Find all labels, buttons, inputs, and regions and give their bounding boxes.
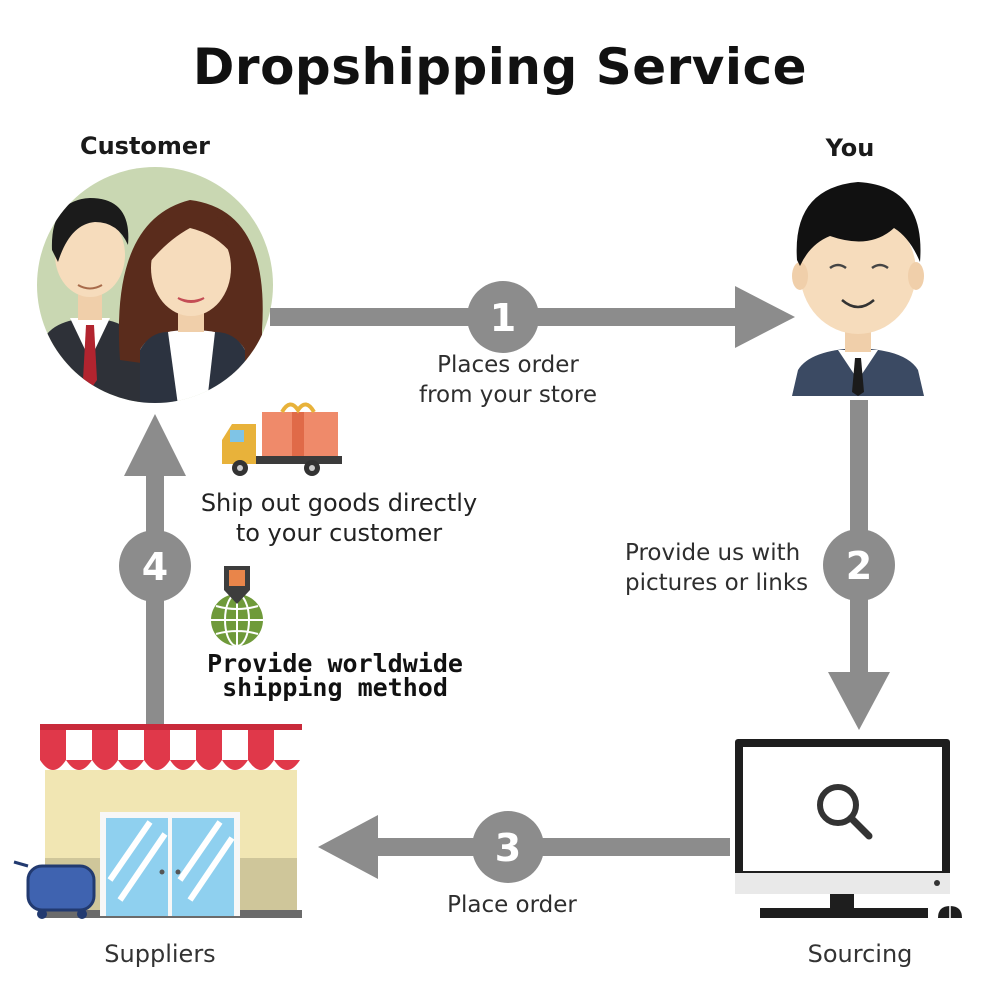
step-4-number: 4	[142, 545, 168, 589]
shopping-cart-icon	[13, 860, 96, 919]
step-1-badge: 1	[467, 281, 539, 353]
step-2-line2: pictures or links	[625, 570, 809, 596]
step-2-number: 2	[846, 544, 872, 588]
delivery-truck-icon	[222, 402, 342, 476]
step-1-number: 1	[490, 296, 516, 340]
arrow-3-shaft	[372, 838, 730, 856]
step-4-text: Ship out goods directly to your customer	[184, 488, 494, 548]
step-2-line1: Provide us with	[625, 540, 801, 566]
step-1-line1: Places order	[437, 352, 579, 378]
step-2-text: Provide us with pictures or links	[625, 538, 835, 598]
computer-monitor-icon	[735, 739, 962, 918]
sourcing-label: Sourcing	[807, 940, 913, 968]
you-icon	[792, 182, 924, 396]
arrow-3-head	[318, 815, 378, 879]
you-label: You	[825, 134, 875, 162]
step-1-text: Places order from your store	[378, 350, 638, 410]
suppliers-label: Suppliers	[104, 940, 216, 968]
search-icon	[817, 784, 873, 840]
customer-icon	[37, 167, 273, 403]
worldwide-shipping-text: Provide worldwide shipping method	[185, 649, 485, 702]
step-2-badge: 2	[823, 529, 895, 601]
page-title: Dropshipping Service	[192, 38, 808, 96]
mouse-icon	[938, 906, 962, 918]
store-icon	[13, 724, 302, 919]
worldwide-line1: Provide worldwide	[207, 649, 463, 678]
arrow-4-head	[124, 414, 186, 476]
step-4-line1: Ship out goods directly	[200, 489, 478, 517]
step-4-badge: 4	[119, 530, 191, 602]
customer-label: Customer	[79, 132, 211, 160]
step-3-badge: 3	[472, 811, 544, 883]
step-4-line2: to your customer	[235, 519, 443, 547]
globe-location-icon	[211, 566, 263, 647]
arrow-1-head	[735, 286, 795, 348]
arrow-2-head	[828, 672, 890, 730]
step-3-number: 3	[495, 826, 521, 870]
step-1-line2: from your store	[418, 382, 598, 408]
step-3-text: Place order	[447, 892, 577, 918]
worldwide-line2: shipping method	[222, 673, 448, 702]
